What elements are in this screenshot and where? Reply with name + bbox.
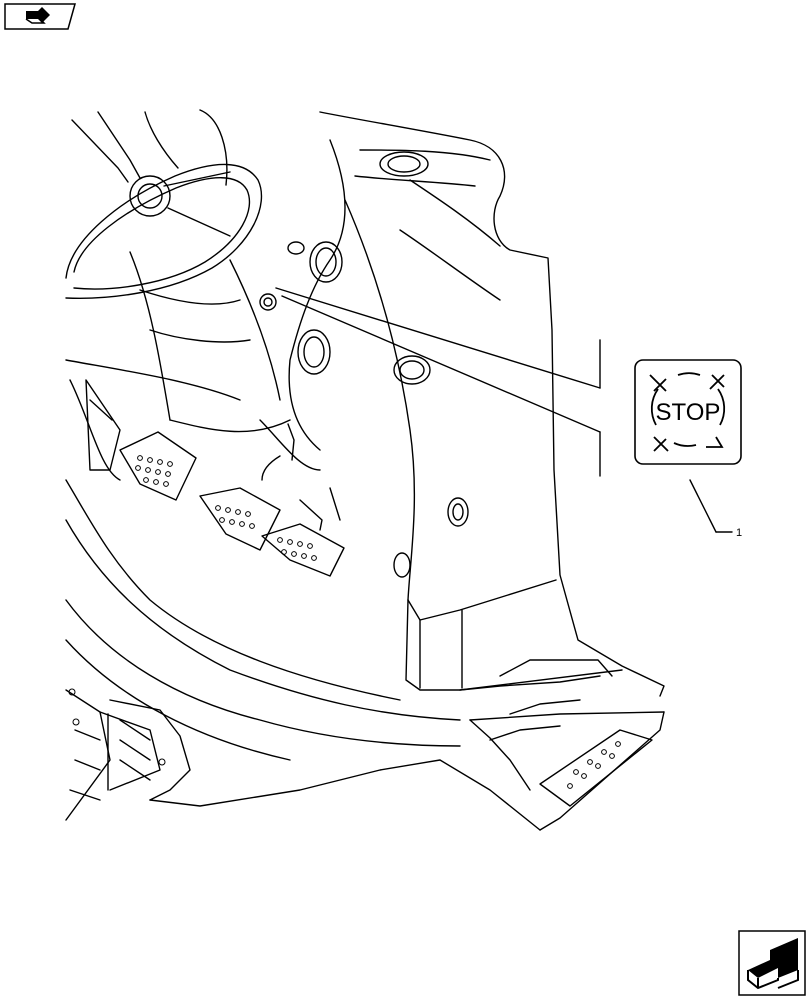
stop-label: STOP <box>656 399 721 426</box>
steering-wheel <box>65 109 263 299</box>
console-body <box>259 111 665 697</box>
stop-symbol-callout: STOP <box>634 359 742 465</box>
page-back-arrow-icon <box>4 3 76 30</box>
page-back-button[interactable] <box>4 3 76 30</box>
reference-number: 1 <box>736 527 742 539</box>
cab-floor <box>65 359 665 831</box>
leader-lines <box>275 287 733 533</box>
pedals <box>119 423 345 577</box>
foot-step <box>539 729 653 807</box>
page-forward-arrow-icon <box>738 930 806 996</box>
emergency-stop-symbol-icon: STOP <box>634 359 742 465</box>
steering-column <box>129 251 321 471</box>
page-forward-button[interactable] <box>738 930 806 996</box>
